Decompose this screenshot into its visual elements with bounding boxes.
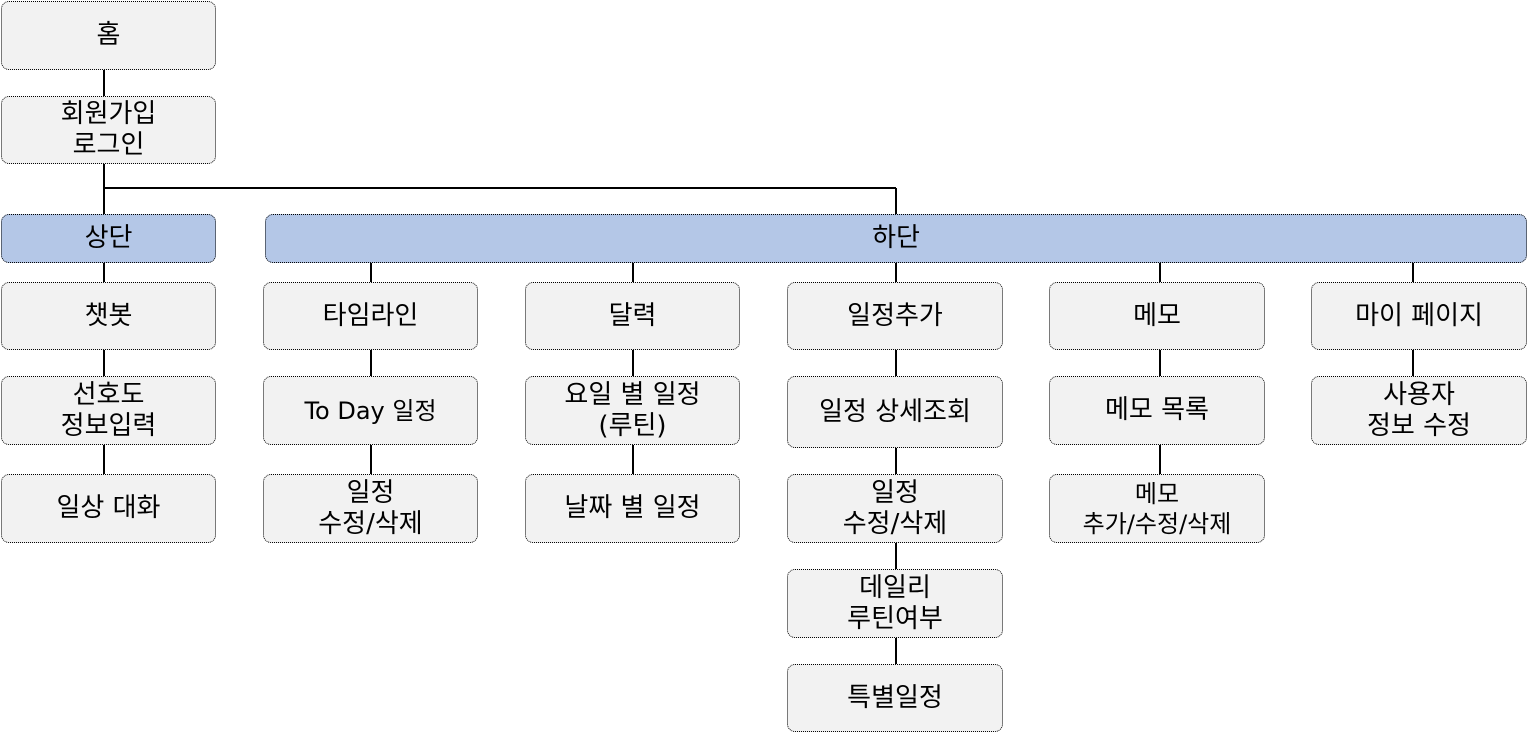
node-memo: 메모 — [1049, 282, 1265, 350]
node-signup-login: 회원가입 로그인 — [1, 96, 216, 164]
node-daily-routine: 데일리 루틴여부 — [787, 569, 1003, 638]
node-calendar: 달력 — [525, 282, 740, 350]
node-schedule-edit-delete: 일정 수정/삭제 — [787, 474, 1003, 543]
node-daily-chat: 일상 대화 — [1, 474, 216, 543]
node-memo-add-edit-delete: 메모 추가/수정/삭제 — [1049, 474, 1265, 543]
node-schedule-detail: 일정 상세조회 — [787, 376, 1003, 448]
node-bottom: 하단 — [265, 214, 1527, 263]
node-top: 상단 — [1, 214, 216, 263]
node-timeline: 타임라인 — [263, 282, 478, 350]
node-my-page: 마이 페이지 — [1311, 282, 1527, 350]
node-user-info-edit: 사용자 정보 수정 — [1311, 376, 1527, 445]
node-chatbot: 챗봇 — [1, 282, 216, 350]
node-weekday-schedule: 요일 별 일정 (루틴) — [525, 376, 740, 445]
node-timeline-edit-delete: 일정 수정/삭제 — [263, 474, 478, 543]
node-date-schedule: 날짜 별 일정 — [525, 474, 740, 543]
node-preference-input: 선호도 정보입력 — [1, 376, 216, 445]
node-today-schedule: To Day 일정 — [263, 376, 478, 445]
node-special-schedule: 특별일정 — [787, 664, 1003, 732]
node-home: 홈 — [1, 1, 216, 70]
node-memo-list: 메모 목록 — [1049, 376, 1265, 445]
node-add-schedule: 일정추가 — [787, 282, 1003, 350]
